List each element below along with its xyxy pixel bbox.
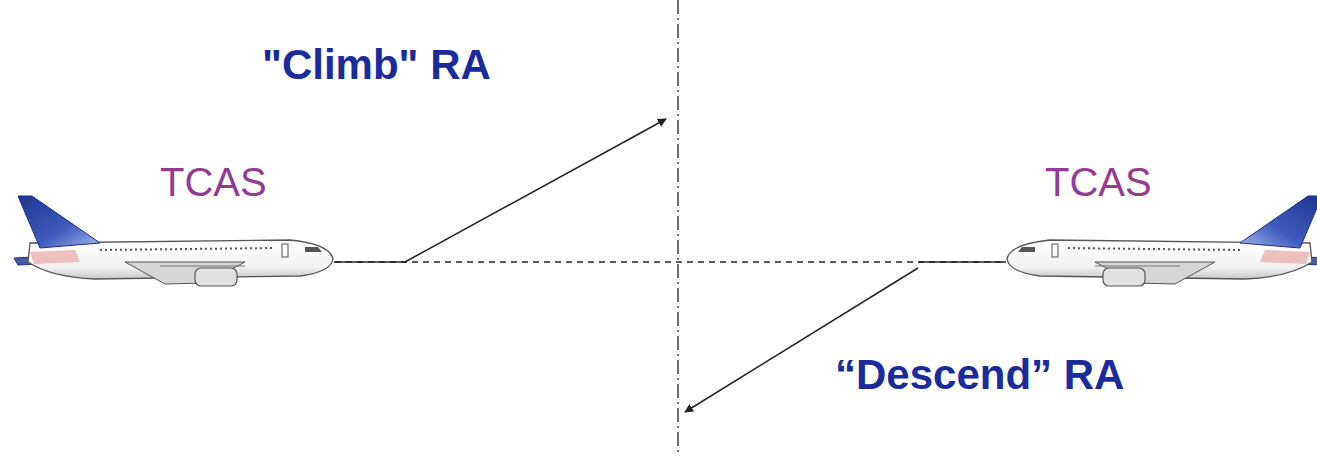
cabin-windows: [100, 248, 275, 250]
aircraft-left: [14, 196, 333, 286]
separation-axis: [677, 0, 678, 456]
flight-path: [335, 261, 1005, 263]
advisory-label: "Climb" RA: [262, 42, 491, 88]
engine: [195, 268, 237, 286]
aircraft-node: TCAS: [15, 160, 335, 290]
climb-arrow: [405, 119, 666, 262]
aircraft-node: TCAS: [1005, 160, 1317, 290]
tail-fin: [18, 196, 100, 248]
tail-stripe: [30, 250, 80, 264]
door: [282, 244, 288, 257]
system-label: TCAS: [1045, 160, 1152, 204]
advisory-label: “Descend” RA: [835, 352, 1124, 398]
system-label: TCAS: [160, 160, 267, 204]
cockpit-window: [305, 247, 322, 252]
aircraft-right: [1007, 196, 1317, 286]
wing-root: [160, 266, 245, 267]
